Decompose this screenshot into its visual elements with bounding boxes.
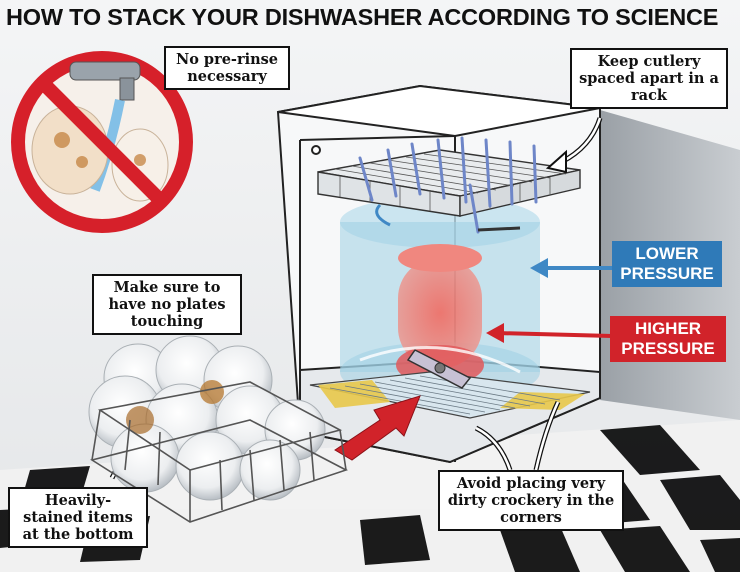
bottom-grating xyxy=(309,371,591,419)
callout-stained: Heavily-stained items at the bottom xyxy=(8,487,148,548)
plate-rack-icon xyxy=(88,335,349,523)
no-entry-icon xyxy=(11,51,193,233)
plates xyxy=(88,335,326,501)
page-title: HOW TO STACK YOUR DISHWASHER ACCORDING T… xyxy=(6,4,719,30)
callout-cutlery: Keep cutlery spaced apart in a rack xyxy=(570,48,728,109)
circulation-arrow xyxy=(375,203,391,227)
lower-pressure-label: LOWER PRESSURE xyxy=(612,241,722,287)
red-arrow xyxy=(334,395,421,461)
callout-corners: Avoid placing very dirty crockery in the… xyxy=(438,470,624,531)
higher-pressure-zone xyxy=(398,258,482,368)
dirty-corner-left xyxy=(318,380,390,408)
spray-arm-icon xyxy=(359,346,521,389)
callout-plates: Make sure to have no plates touching xyxy=(92,274,242,335)
cutlery-rack-icon xyxy=(317,136,581,234)
callout-no-prerinse: No pre-rinse necessary xyxy=(164,46,290,90)
higher-pressure-label: HIGHER PRESSURE xyxy=(610,316,726,362)
dirty-corner-right xyxy=(500,392,585,410)
